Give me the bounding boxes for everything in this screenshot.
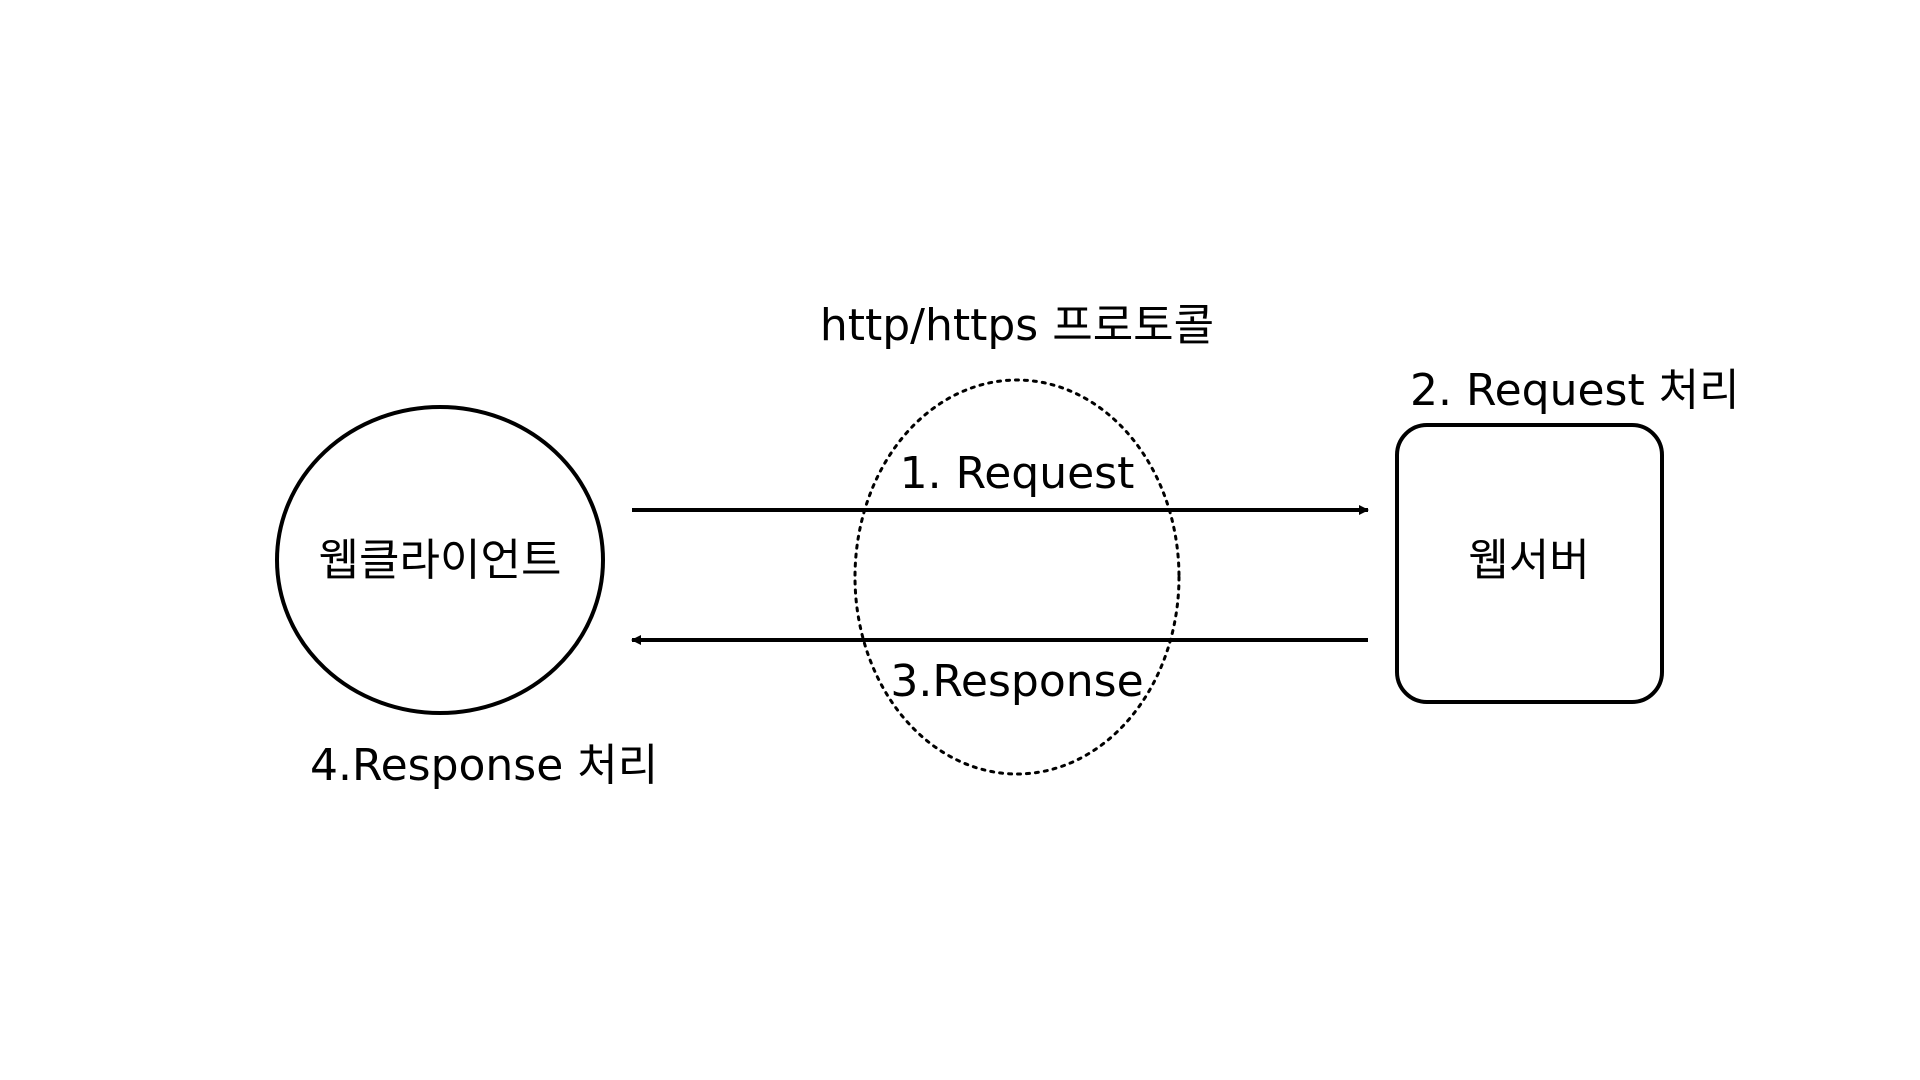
web-server-label: 웹서버 [1468, 535, 1589, 586]
protocol-boundary-ellipse [853, 378, 1181, 776]
web-client-node [275, 405, 605, 715]
client-step-label: 4.Response 처리 [310, 740, 658, 791]
web-client-label: 웹클라이언트 [319, 535, 562, 586]
protocol-label: http/https 프로토콜 [820, 300, 1214, 351]
response-arrow-label: 3.Response [890, 656, 1143, 707]
server-step-label: 2. Request 처리 [1410, 365, 1740, 416]
request-arrow-label: 1. Request [900, 448, 1135, 499]
web-server-node [1395, 423, 1664, 704]
